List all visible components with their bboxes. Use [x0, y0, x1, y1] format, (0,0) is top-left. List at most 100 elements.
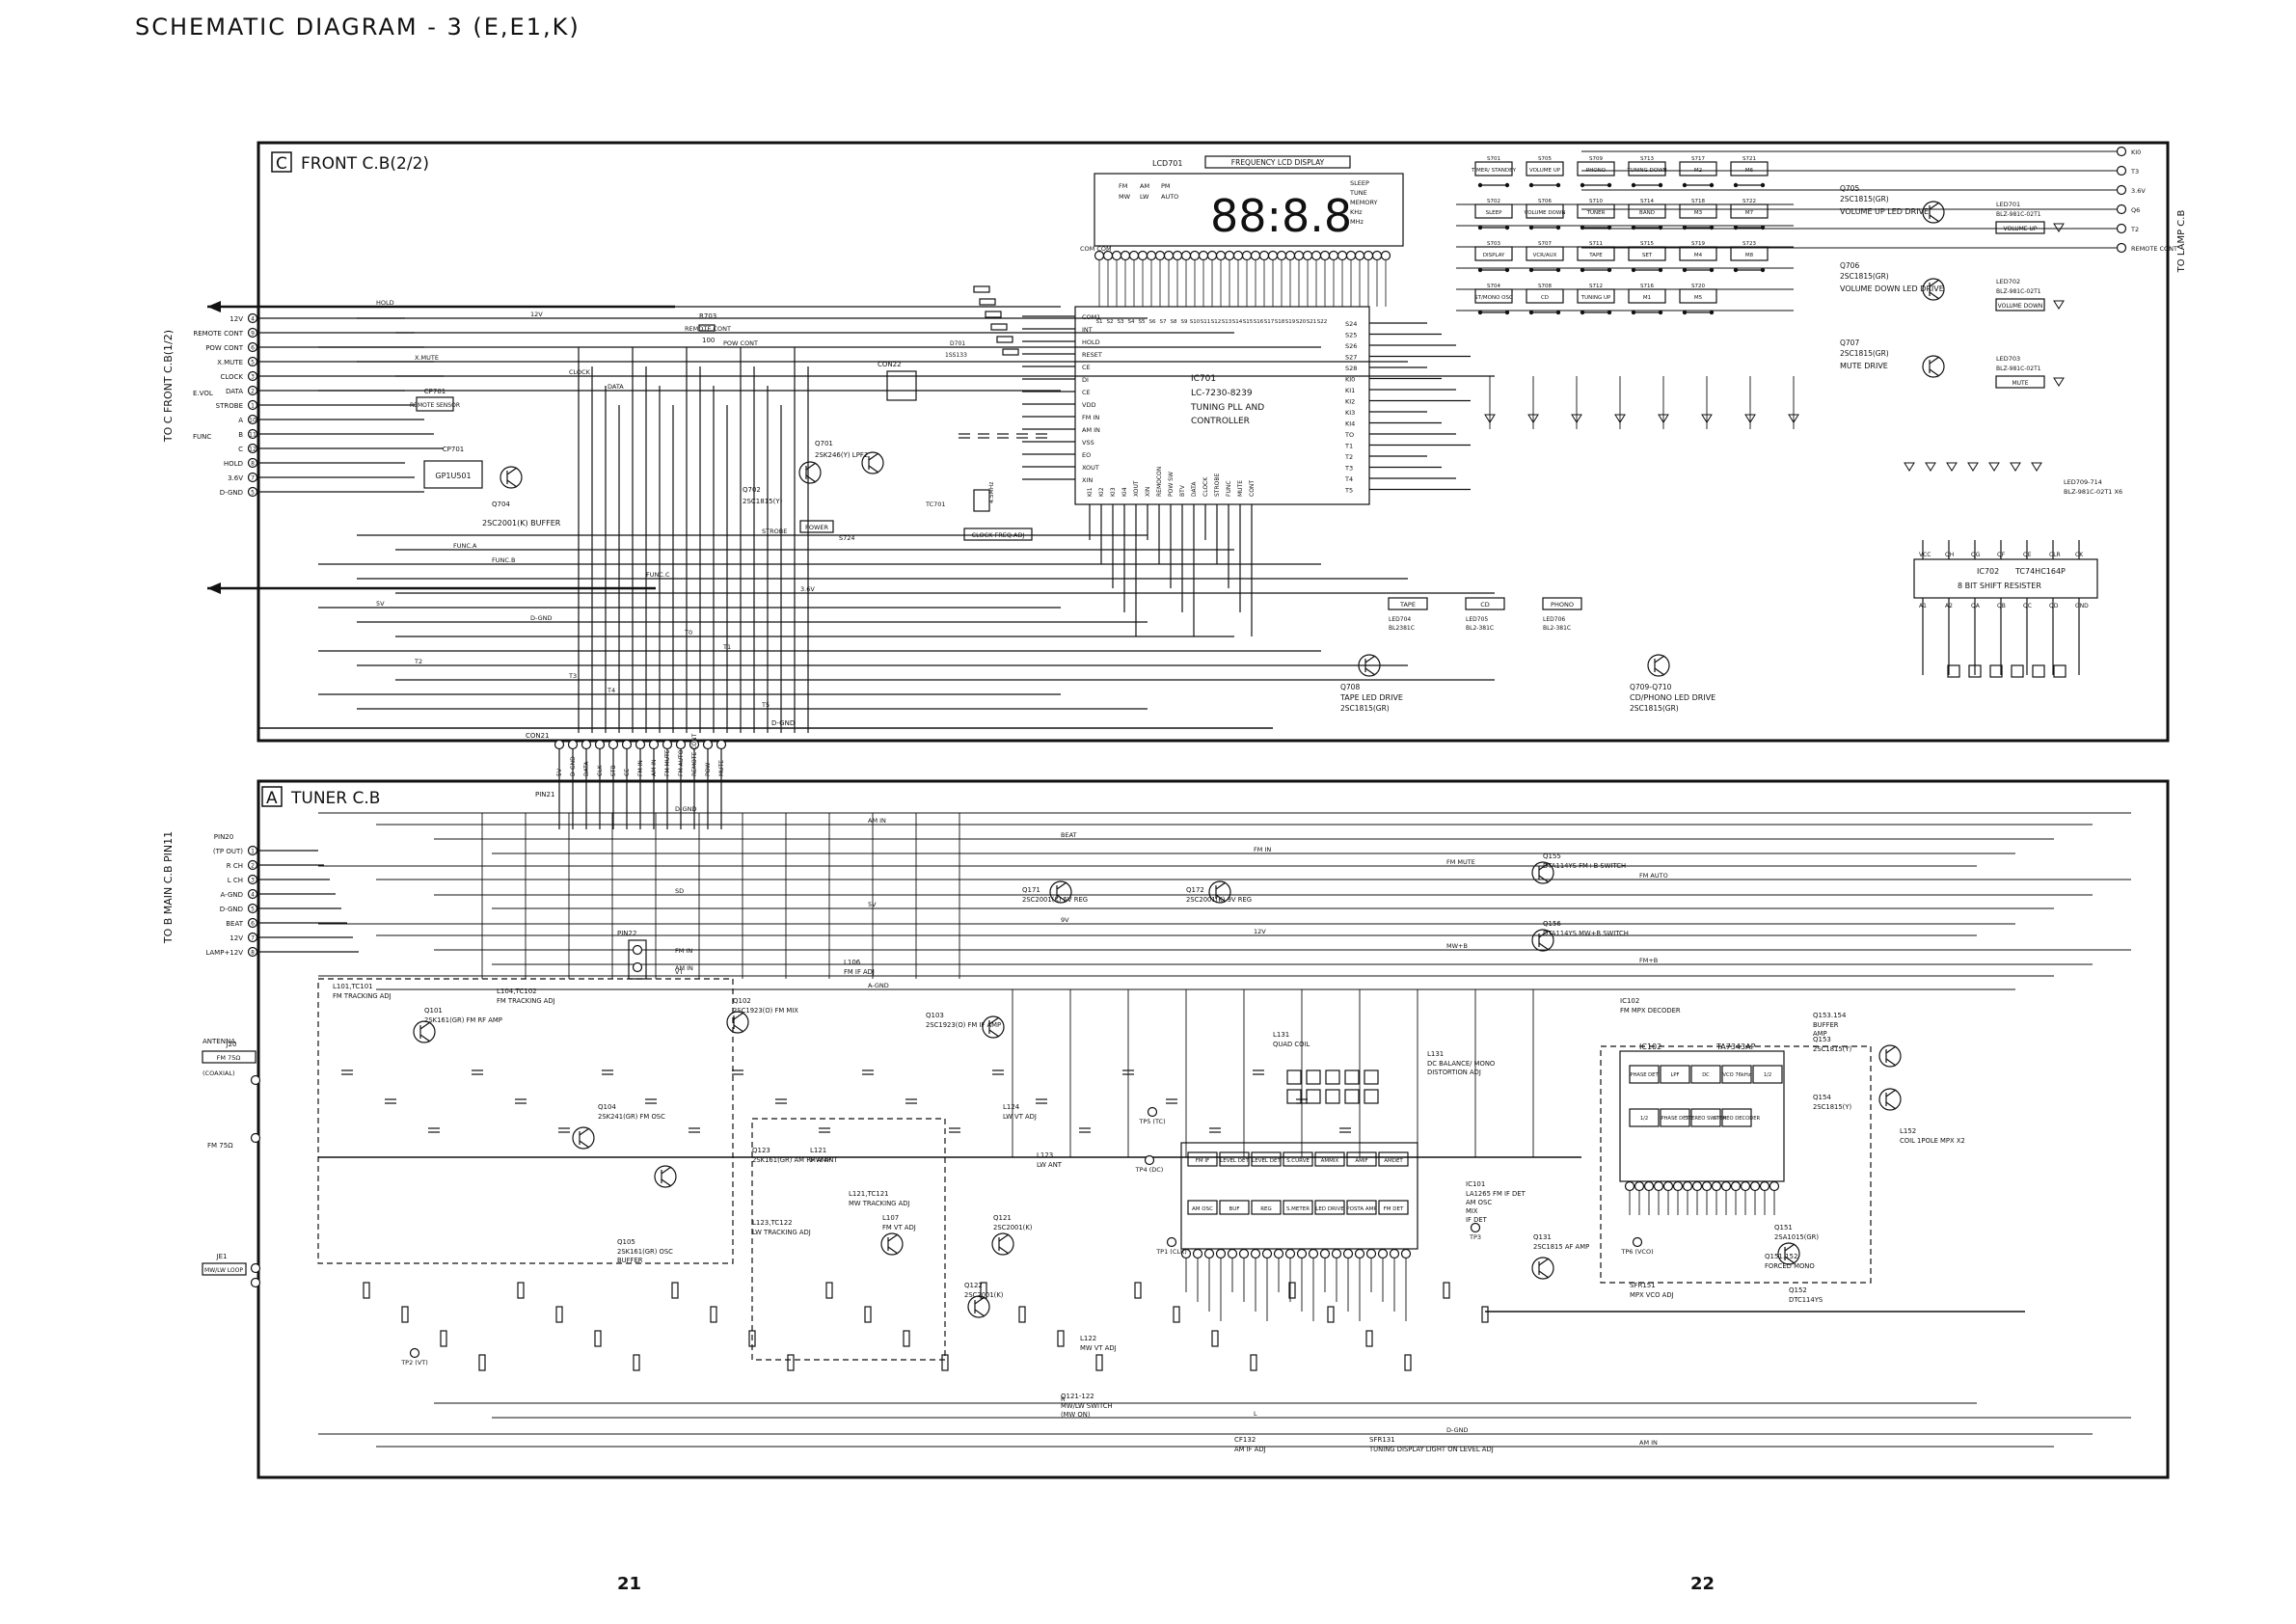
block-label: 2SK161(GR) AM RF AMP	[752, 1156, 831, 1164]
block-ref: Q131	[1533, 1233, 1552, 1241]
led-symbol	[2031, 462, 2042, 472]
ic102-sub-block	[1660, 1065, 1690, 1084]
switch-key	[1628, 288, 1666, 304]
tuner-board-frame	[257, 779, 2170, 1479]
resistor	[979, 298, 996, 306]
resistor-network-box	[2053, 664, 2066, 678]
connector-pin	[247, 428, 258, 440]
switch-ref: S702	[1487, 199, 1500, 204]
component-ref: CP701	[443, 446, 464, 453]
switch-ref: S717	[1691, 156, 1705, 162]
led-driver-ref: Q708	[1340, 683, 1360, 691]
front-bus-label: T2	[414, 658, 422, 665]
connector-pin	[1276, 250, 1287, 261]
resistor	[980, 1282, 987, 1299]
connector-pin-number: 8	[251, 950, 255, 957]
ic701-segment-pin: S20	[1296, 319, 1307, 325]
switch-ref: S711	[1589, 241, 1603, 247]
resistor	[440, 1330, 447, 1347]
resistor	[973, 285, 990, 293]
block-label: LW ANT	[1037, 1161, 1063, 1169]
connector-pin	[632, 944, 643, 956]
tuner-q15-emitter	[1885, 1101, 1897, 1110]
led-symbol	[2053, 377, 2065, 387]
junction-dot	[1658, 182, 1663, 188]
block-label: IF DET	[1466, 1216, 1488, 1224]
resistor	[633, 1354, 640, 1371]
connector-pin	[247, 399, 258, 411]
block-label: DTA114YS FM+B SWITCH	[1543, 862, 1626, 870]
connector-pin	[1094, 250, 1105, 261]
ic101-sub-block	[1187, 1200, 1218, 1215]
ic101-sub-block	[1251, 1200, 1282, 1215]
junction-dot	[1607, 310, 1612, 315]
connector-pin	[594, 739, 606, 750]
diode-symbol	[1527, 414, 1539, 423]
ic701-pin-label: STROBE	[1214, 474, 1221, 497]
connector-pin-label: 5V	[556, 768, 563, 776]
block-ref: Q101	[424, 1007, 443, 1015]
ic102-sub-block	[1721, 1065, 1752, 1084]
connector-group-label: FUNC	[193, 433, 211, 441]
resistor	[990, 323, 1008, 331]
connector-pin	[1302, 250, 1313, 261]
tuner-q11-transistor-symbol	[1531, 929, 1554, 952]
connector-pin	[1284, 250, 1296, 261]
antenna-label: (COAXIAL)	[203, 1069, 235, 1077]
junction-dot	[1580, 225, 1585, 230]
led-driver-lower-0-collector	[1364, 655, 1376, 663]
led-driver-lower-1-collector	[1654, 655, 1665, 663]
ic701-pin-label: CONT	[1249, 480, 1256, 497]
am-frontend-shield	[751, 1118, 946, 1361]
led-symbol	[1988, 462, 2000, 472]
connector-pin	[1632, 1236, 1643, 1248]
front-bus-label: HOLD	[376, 299, 394, 307]
connector-pin	[716, 739, 727, 750]
coil-can	[1286, 1069, 1302, 1085]
connector-pin-label: CLK	[597, 764, 604, 776]
ic701-pin-label: S28	[1345, 365, 1357, 372]
connector-pin	[1662, 1180, 1674, 1192]
tuner-q14-transistor-symbol	[1878, 1044, 1902, 1068]
connector-pin-number: 3	[251, 878, 255, 884]
ic702-pin-label: QC	[2023, 603, 2032, 609]
connector-pin-label: 3.6V	[228, 474, 243, 482]
ic701-pin-label: KI4	[1121, 487, 1128, 497]
front-bus-label: FUNC.C	[646, 571, 670, 579]
ic701-pin-label: AM IN	[1082, 426, 1100, 434]
page-title: SCHEMATIC DIAGRAM - 3 (E,E1,K)	[135, 14, 581, 41]
ic701-pin-label: DATA	[1191, 481, 1198, 497]
switch-ref: S714	[1640, 199, 1654, 204]
antenna-label: FM 75Ω	[207, 1142, 233, 1150]
led-driver-part: 2SC1815(GR)	[1340, 704, 1390, 713]
connector-pin	[247, 888, 258, 900]
connector-pin	[635, 739, 646, 750]
component-ref: CP701	[424, 388, 446, 395]
junction-dot	[1504, 267, 1510, 273]
connector-pin	[1328, 250, 1339, 261]
ic701-segment-pin: S22	[1317, 319, 1328, 325]
resistor	[996, 336, 1013, 343]
connector-pin	[1365, 1248, 1377, 1259]
connector-pin	[1137, 250, 1148, 261]
led-part: BL2381C	[1389, 625, 1415, 632]
junction-dot	[1607, 225, 1612, 230]
lcd-indicator: AM	[1140, 182, 1149, 190]
lcd-digits: 88:8.8	[1210, 190, 1352, 242]
block-ref: L101,TC101	[333, 983, 373, 990]
ic701-segment-pin: S1	[1096, 319, 1103, 325]
connector-pin	[1759, 1180, 1770, 1192]
switch-key	[1679, 161, 1717, 176]
component-value: CLOCK FREQ.ADJ	[972, 531, 1025, 539]
lcd-indicator: FM	[1119, 182, 1127, 190]
switch-key	[1577, 246, 1615, 261]
block-label: 2SC2001(K) 5V REG	[1022, 896, 1088, 904]
ic701-pin-label: KI4	[1345, 420, 1355, 428]
block-label: BUFFER	[1813, 1021, 1839, 1029]
coil-can	[1286, 1089, 1302, 1104]
ic701-pin-label: S25	[1345, 332, 1357, 339]
tuner-bus-label: D-GND	[675, 805, 697, 813]
block-label: QUAD COIL	[1273, 1041, 1310, 1048]
led-driver-ref: Q705	[1840, 184, 1859, 193]
